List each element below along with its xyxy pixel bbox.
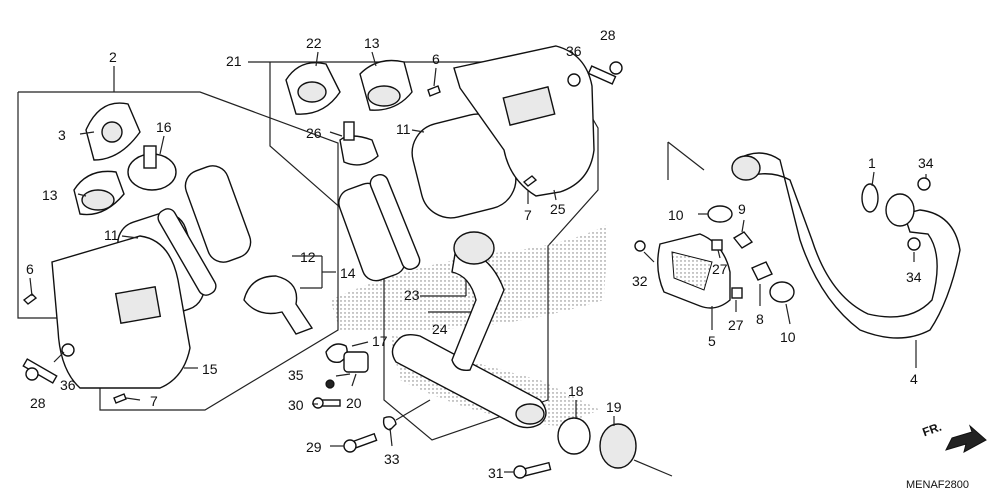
callout-4: 4 (910, 371, 918, 387)
callout-36-left: 36 (60, 377, 76, 393)
callout-23: 23 (404, 287, 420, 303)
callout-33: 33 (384, 451, 400, 467)
front-direction-indicator: FR. (920, 420, 987, 453)
callout-5: 5 (708, 333, 716, 349)
rivet-6-left (22, 293, 38, 305)
bracket-8 (751, 261, 773, 281)
callout-34-upper: 34 (918, 155, 934, 171)
band-10-upper (707, 205, 733, 223)
bolt-28-left (22, 358, 58, 384)
callout-1: 1 (868, 155, 876, 171)
callout-14: 14 (340, 265, 356, 281)
pipe-flange (453, 231, 495, 265)
clip-27-lower (731, 287, 743, 299)
callout-27-lower: 27 (728, 317, 744, 333)
callout-21: 21 (226, 53, 242, 69)
callout-12: 12 (300, 249, 316, 265)
callout-11-right: 11 (396, 121, 411, 137)
callout-16: 16 (156, 119, 172, 135)
callout-labels: 2 3 16 13 11 12 14 6 15 36 28 7 21 22 13… (26, 27, 934, 481)
packing-12 (184, 165, 252, 263)
bolt-30 (312, 397, 341, 409)
front-arrow-icon (945, 424, 987, 453)
rivet-6-right (427, 85, 441, 97)
nut-34-upper (917, 177, 931, 191)
callout-27-upper: 27 (712, 261, 728, 277)
clip-27-upper (711, 239, 723, 251)
front-direction-label: FR. (920, 420, 943, 440)
nut-34-lower (907, 237, 921, 251)
callout-35: 35 (288, 367, 304, 383)
callout-7-right: 7 (524, 207, 532, 223)
callout-31: 31 (488, 465, 504, 481)
pipe-inlet-flange (731, 155, 761, 181)
band-18 (557, 417, 591, 455)
bolt-32 (634, 240, 646, 252)
callout-8: 8 (756, 311, 764, 327)
tail-pipe-14 (243, 275, 314, 335)
callout-13-right: 13 (364, 35, 380, 51)
header-flange (885, 193, 915, 227)
group-outline-left (17, 91, 339, 411)
center-pipe-assembly (312, 224, 673, 479)
callout-18: 18 (568, 383, 584, 399)
gasket-19 (599, 423, 637, 469)
callout-29: 29 (306, 439, 322, 455)
bracket-9 (732, 231, 754, 249)
exhaust-gasket-1 (861, 183, 879, 213)
silencer-shell (391, 333, 547, 429)
callout-9: 9 (738, 201, 746, 217)
callout-2: 2 (109, 49, 117, 65)
callout-3: 3 (58, 127, 66, 143)
band-10-lower (769, 281, 795, 303)
callout-26: 26 (306, 125, 322, 141)
callout-32: 32 (632, 273, 648, 289)
callout-30: 30 (288, 397, 304, 413)
rivet-7-left (113, 393, 127, 404)
callout-28-right: 28 (600, 27, 616, 43)
callout-34-lower: 34 (906, 269, 922, 285)
callout-6-left: 6 (26, 261, 34, 277)
callout-7-left: 7 (150, 393, 158, 409)
diagram-code: MENAF2800 (906, 479, 969, 491)
callout-19: 19 (606, 399, 622, 415)
bracket-20 (343, 351, 369, 373)
callout-10-upper: 10 (668, 207, 684, 223)
bolt-31 (513, 461, 552, 479)
callout-25: 25 (550, 201, 566, 217)
callout-11-left: 11 (104, 227, 119, 243)
exhaust-header-group (634, 141, 961, 368)
clip-33 (382, 416, 397, 431)
callout-10-lower: 10 (780, 329, 796, 345)
callout-36-right: 36 (566, 43, 582, 59)
washer-36-right (567, 73, 581, 87)
callout-24: 24 (432, 321, 448, 337)
muffler-assembly-left-group (17, 66, 339, 411)
callout-6-right: 6 (432, 51, 440, 67)
inner-pipe-12 (157, 208, 217, 296)
inner-pipe-24 (369, 173, 421, 271)
callout-20: 20 (346, 395, 362, 411)
rivet-7-right (522, 175, 538, 187)
callout-13-left: 13 (42, 187, 58, 203)
callout-28-left: 28 (30, 395, 46, 411)
callout-22: 22 (306, 35, 322, 51)
exhaust-header-pipe-4 (734, 152, 961, 339)
bolt-29 (343, 432, 378, 453)
muffler-assembly-right-group (248, 45, 623, 441)
callout-17: 17 (372, 333, 388, 349)
bolt-28-right (587, 61, 623, 85)
callout-15: 15 (202, 361, 218, 377)
washer-35 (325, 379, 335, 389)
washer-36-left (61, 343, 75, 357)
